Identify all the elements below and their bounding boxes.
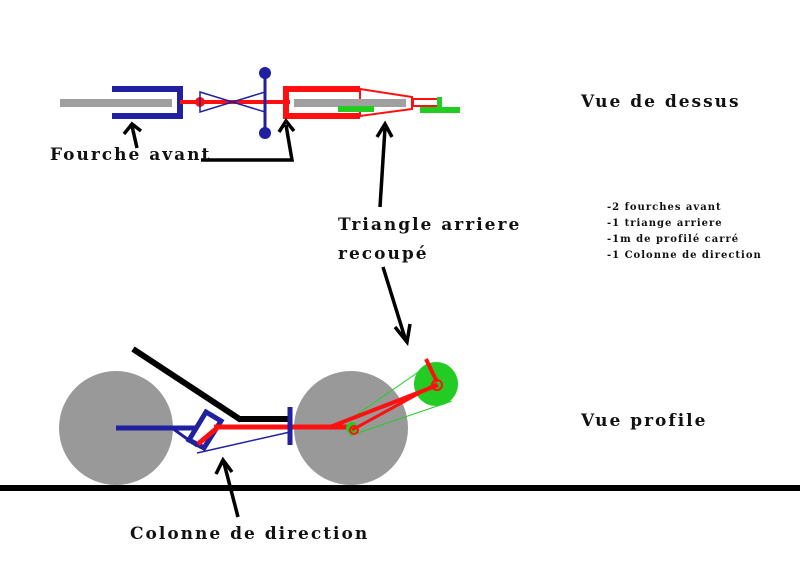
top-sprocket-right <box>420 107 460 113</box>
side-view-title: Vue profile <box>581 411 708 431</box>
top-steering-knob-top <box>259 67 271 79</box>
rear-triangle-label-line1: Triangle arriere <box>338 215 522 235</box>
fork-arrow-head <box>122 121 143 136</box>
side-rear-axle <box>431 379 443 391</box>
chain-lower <box>348 400 453 437</box>
top-view-title: Vue de dessus <box>581 92 741 112</box>
side-main-beam <box>196 426 219 446</box>
steering-column-label: Colonne de direction <box>130 524 370 544</box>
side-view-drawing <box>0 346 800 491</box>
front-fork-label: Fourche avant <box>50 145 212 165</box>
annotation-arrows <box>122 117 412 518</box>
side-bb-pivot <box>349 425 359 435</box>
rear-leader-head <box>277 117 296 133</box>
triangle-arrow-down-shaft <box>381 266 407 339</box>
chain-upper <box>348 363 431 421</box>
top-sprocket-left <box>338 106 374 112</box>
top-rear-hub <box>412 98 440 107</box>
side-dropout-post <box>424 358 439 383</box>
small-sprocket <box>346 422 358 434</box>
triangle-arrow-up-shaft <box>378 127 387 208</box>
parts-list-item: -1 triange arriere <box>607 218 723 229</box>
seat-back-bar <box>131 346 243 423</box>
top-sprocket-tab <box>437 97 442 109</box>
top-view-drawing <box>60 67 460 139</box>
fork-arrow-shaft <box>130 125 139 149</box>
steering-arrow-head <box>214 456 234 475</box>
top-rear-tube <box>294 99 406 107</box>
side-steering-column <box>185 408 225 452</box>
parts-list-item: -1m de profilé carré <box>607 234 740 245</box>
parts-list: -2 fourches avant -1 triange arriere -1m… <box>607 200 762 264</box>
top-front-tube <box>60 99 172 107</box>
steering-arrow-shaft <box>222 462 240 518</box>
side-seatstay <box>351 382 437 432</box>
triangle-arrow-up-head <box>375 120 394 138</box>
top-steering-knob-bottom <box>259 127 271 139</box>
parts-list-item: -1 Colonne de direction <box>607 250 762 261</box>
rear-triangle-label-line2: recoupé <box>338 244 429 264</box>
parts-list-item: -2 fourches avant <box>607 202 722 213</box>
triangle-arrow-down-head <box>393 323 412 347</box>
rear-leader-line <box>201 124 295 162</box>
top-rear-triangle <box>283 86 360 119</box>
